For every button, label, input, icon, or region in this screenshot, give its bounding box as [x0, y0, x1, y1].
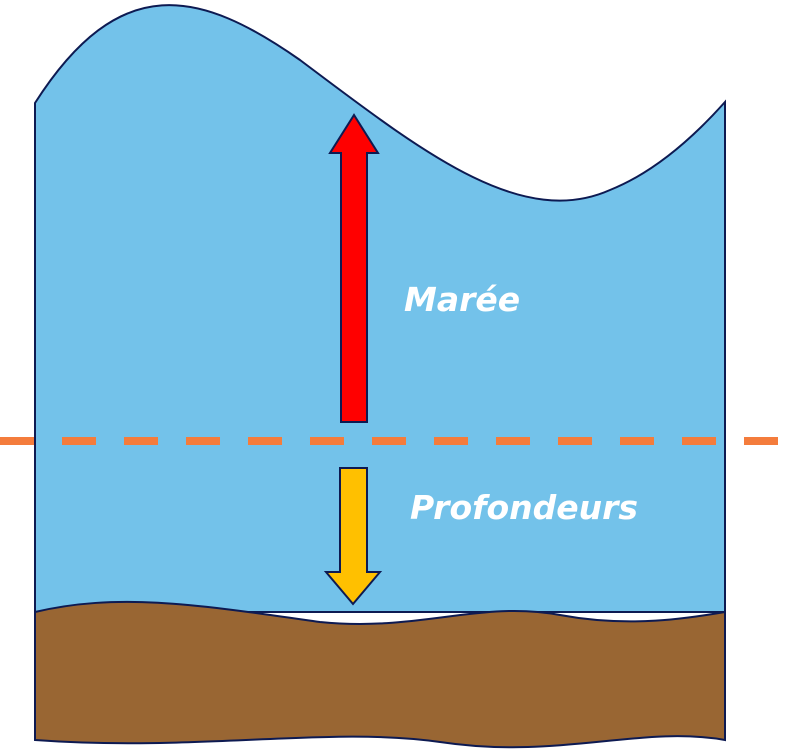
depth-arrow — [323, 467, 383, 606]
water-body — [34, 4, 726, 613]
depth-label: Profondeurs — [410, 488, 638, 527]
tide-label: Marée — [404, 280, 520, 319]
tide-arrow — [328, 113, 380, 423]
seabed — [34, 600, 726, 749]
